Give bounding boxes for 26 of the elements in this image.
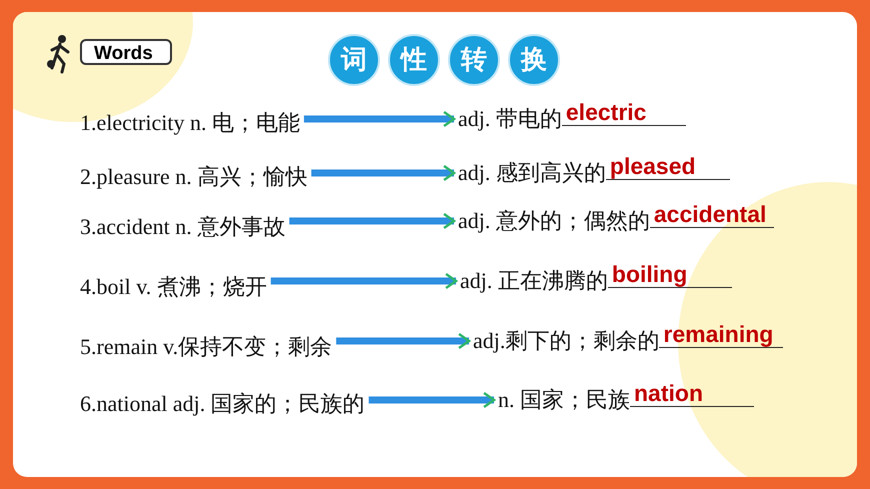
prompt-text: adj. 意外的；偶然的 [458,208,650,233]
arrow [311,164,456,182]
word-text: 4.boil v. 煮沸；烧开 [80,272,267,302]
prompt-text: n. 国家；民族 [498,387,630,412]
answer-text: electric [562,99,686,126]
prompt-text: adj. 正在沸腾的 [460,268,608,293]
answer-text: remaining [659,321,784,348]
arrow [270,272,458,290]
answer-text: accidental [650,201,774,228]
word-text: 1.electricity n. 电；电能 [80,108,300,138]
arrow [289,212,456,230]
arrow [368,392,496,408]
prompt-text: adj.剩下的；剩余的 [473,328,660,353]
prompt-text: adj. 带电的 [458,106,562,131]
answer-text: pleased [606,153,730,180]
word-text: 2.pleasure n. 高兴；愉快 [80,162,308,192]
word-text: 5.remain v.保持不变；剩余 [80,332,332,362]
title: 词性转换 [328,34,560,86]
arrow [336,332,470,350]
prompt-text: adj. 感到高兴的 [458,160,606,185]
section-tag: Words [80,39,172,65]
word-text: 6.national adj. 国家的；民族的 [80,389,365,419]
answer-text: nation [630,380,754,407]
answer-text: boiling [608,261,732,288]
arrow [304,110,456,128]
word-text: 3.accident n. 意外事故 [80,212,286,242]
